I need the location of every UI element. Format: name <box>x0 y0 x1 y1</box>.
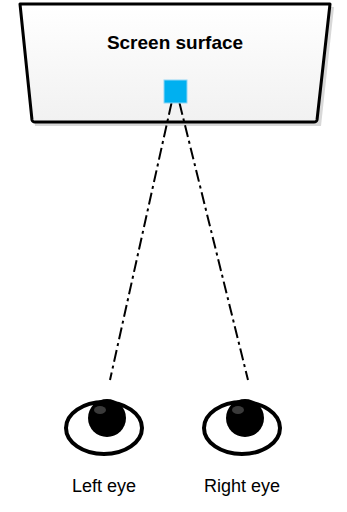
eye-pupil <box>226 399 264 437</box>
screen-label: Screen surface <box>18 32 332 54</box>
eye-symbol <box>59 388 149 460</box>
eye-symbol <box>197 388 287 460</box>
eye-label: Left eye <box>59 476 149 497</box>
eye-label: Right eye <box>197 476 287 497</box>
sight-line <box>110 103 172 380</box>
eye-pupil <box>88 399 126 437</box>
eye-figure: Left eye <box>59 388 149 497</box>
screen-fill <box>20 4 330 122</box>
screen-surface: Screen surface <box>18 2 332 124</box>
eye-highlight <box>94 406 106 414</box>
target-square <box>164 80 187 103</box>
sight-line <box>180 103 249 380</box>
screen-border <box>20 4 330 122</box>
screen-outline <box>18 2 332 124</box>
eye-highlight <box>232 406 244 414</box>
eye-figure: Right eye <box>197 388 287 497</box>
